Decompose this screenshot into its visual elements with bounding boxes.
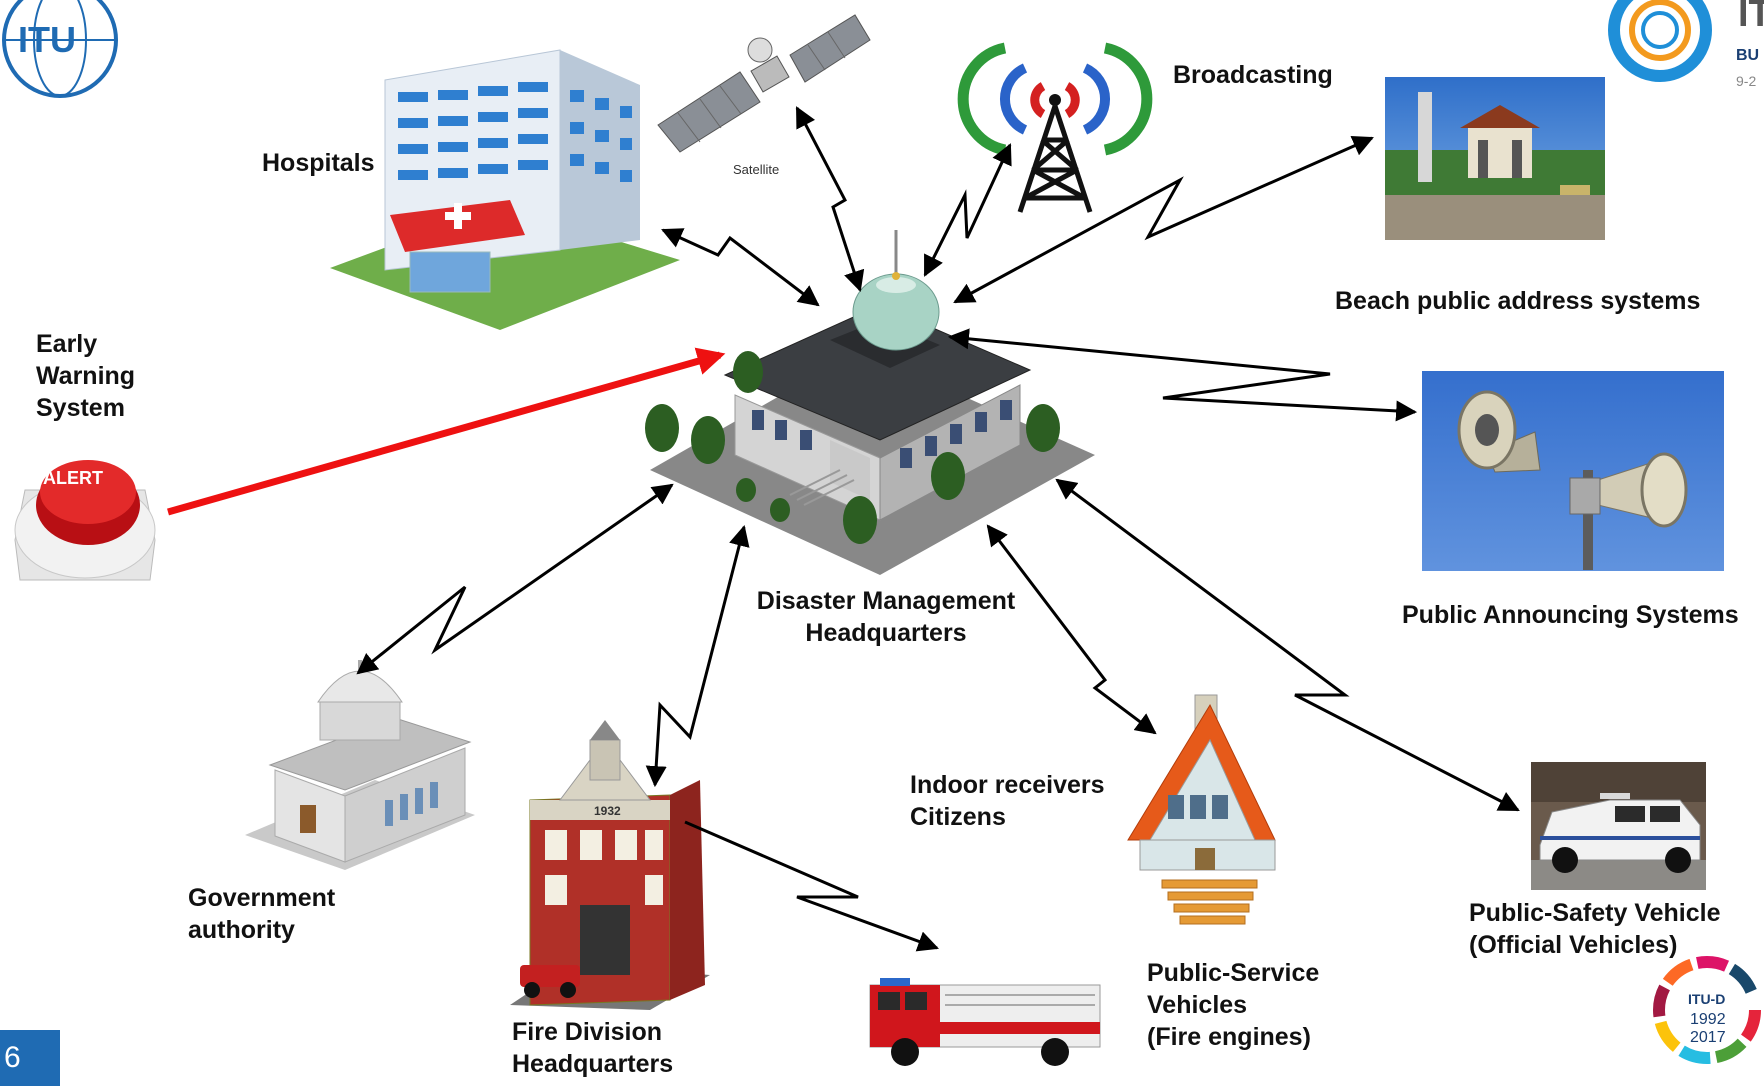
loudspeaker-photo-icon xyxy=(1422,371,1724,571)
early-warning-line-3: System xyxy=(36,394,125,422)
link-hospital xyxy=(661,228,820,307)
link-satellite xyxy=(795,106,865,292)
broadcasting-label: Broadcasting xyxy=(1173,61,1333,89)
link-loudspeaker xyxy=(947,328,1418,422)
firehouse-year-text: 1932 xyxy=(594,804,621,818)
link-government xyxy=(356,483,674,675)
early-warning-line-1: Early xyxy=(36,330,98,358)
disaster-hq-icon xyxy=(645,230,1095,575)
indoor-receivers-line-2: Citizens xyxy=(910,803,1006,831)
communication-links xyxy=(356,106,1520,952)
police-car-photo-icon xyxy=(1531,762,1706,890)
satellite-icon xyxy=(657,14,871,153)
itud-text: ITU-D xyxy=(1688,991,1725,1007)
alert-button-icon: ALERT xyxy=(14,460,156,581)
government-line-2: authority xyxy=(188,916,295,944)
fire-station-icon: 1932 xyxy=(510,720,710,1010)
itud-badge-icon: ITU-D 1992 2017 xyxy=(1647,950,1764,1070)
satellite-label: Satellite xyxy=(733,162,779,177)
link-police xyxy=(1055,478,1520,812)
hospitals-label: Hospitals xyxy=(262,149,375,177)
public-announcing-label: Public Announcing Systems xyxy=(1402,601,1739,629)
public-service-line-3: (Fire engines) xyxy=(1147,1023,1311,1051)
government-label: Government authority xyxy=(188,882,335,946)
hospital-icon xyxy=(330,49,680,330)
itu-event-logo-icon: IT BU 9-2 xyxy=(1608,0,1764,89)
disaster-hq-line-2: Headquarters xyxy=(805,619,967,647)
government-line-1: Government xyxy=(188,884,336,912)
indoor-receivers-line-1: Indoor receivers xyxy=(910,771,1105,799)
fire-division-label: Fire Division Headquarters xyxy=(512,1016,673,1080)
alert-arrow xyxy=(167,347,726,516)
fire-division-line-2: Headquarters xyxy=(512,1050,674,1078)
public-service-line-1: Public-Service xyxy=(1147,959,1320,987)
public-service-label: Public-Service Vehicles (Fire engines) xyxy=(1147,957,1319,1053)
logo-bu-text: BU xyxy=(1736,47,1759,64)
beach-pa-label: Beach public address systems xyxy=(1335,287,1701,315)
public-safety-label: Public-Safety Vehicle (Official Vehicles… xyxy=(1469,897,1721,961)
disaster-hq-label: Disaster Management Headquarters xyxy=(750,585,1022,649)
government-building-icon xyxy=(245,660,475,870)
slide-number: 6 xyxy=(0,1030,60,1086)
link-broadcast xyxy=(923,143,1012,277)
alert-button-text: ALERT xyxy=(43,468,103,488)
indoor-receivers-label: Indoor receivers Citizens xyxy=(910,769,1105,833)
link-beach xyxy=(953,136,1374,304)
early-warning-line-2: Warning xyxy=(36,362,136,390)
itu-logo-icon: ITU xyxy=(2,0,118,98)
public-safety-line-1: Public-Safety Vehicle xyxy=(1469,899,1721,927)
early-warning-label: Early Warning System xyxy=(36,328,135,424)
fire-engine-icon xyxy=(869,978,1101,1066)
public-safety-line-2: (Official Vehicles) xyxy=(1469,931,1678,959)
beach-pa-photo-icon xyxy=(1385,77,1605,240)
link-fire-engine xyxy=(684,820,939,952)
logo-it-text: IT xyxy=(1738,0,1764,35)
public-service-line-2: Vehicles xyxy=(1147,991,1248,1019)
link-fire-station xyxy=(645,524,750,788)
fire-division-line-1: Fire Division xyxy=(512,1018,663,1046)
itud-year-end: 2017 xyxy=(1690,1029,1726,1046)
itu-logo-text: ITU xyxy=(18,19,76,60)
disaster-hq-line-1: Disaster Management xyxy=(756,587,1016,615)
logo-date-text: 9-2 xyxy=(1736,73,1756,89)
itud-year-start: 1992 xyxy=(1690,1011,1726,1028)
